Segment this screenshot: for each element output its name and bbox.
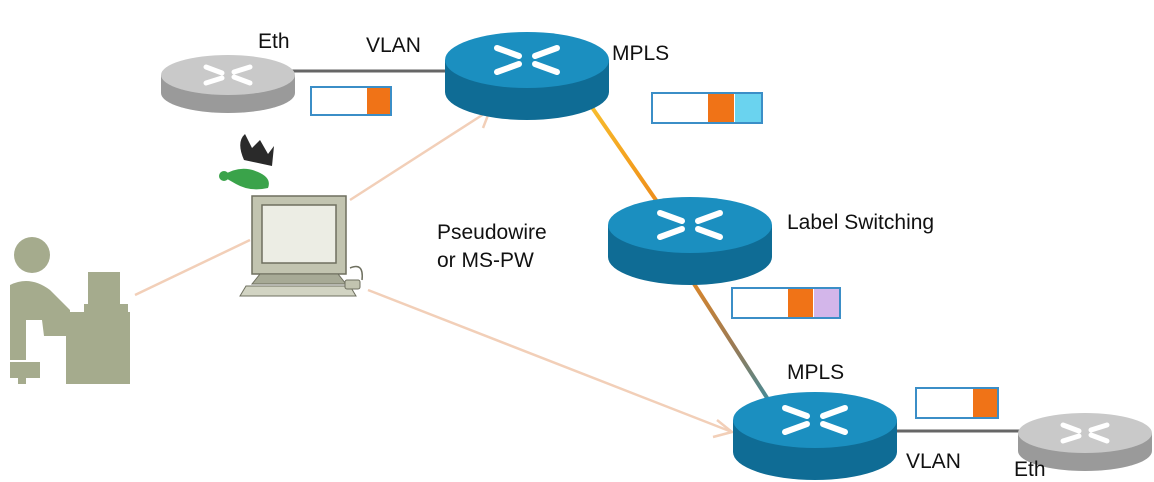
router-gray-right	[1018, 413, 1152, 471]
vlan-label-top: VLAN	[366, 34, 421, 57]
arrow-pc-to-bottom-router	[367, 288, 733, 434]
mpls-label-top: MPLS	[612, 42, 670, 65]
router-label-switching	[608, 197, 772, 285]
router-gray-left	[161, 55, 295, 113]
packet-header-orange	[973, 389, 997, 417]
vlan-label-bottom: VLAN	[906, 450, 961, 473]
pseudowire-label-line2: or MS-PW	[437, 249, 534, 272]
eth-label-right: Eth	[1014, 458, 1046, 481]
mpls-label-bottom: MPLS	[787, 361, 845, 384]
pseudowire-segment-bottom	[678, 260, 780, 417]
packet-mpls-top	[651, 92, 763, 124]
arrow-pc-to-top-router	[349, 108, 491, 202]
packet-label-cyan	[735, 94, 761, 122]
dragon-icon	[219, 134, 274, 190]
arrowhead-bottom-router	[712, 419, 735, 439]
packet-label-lavender	[814, 289, 839, 317]
packet-eth-vlan	[310, 86, 392, 116]
label-switching-label: Label Switching	[787, 211, 935, 234]
router-arrows-icon	[657, 210, 723, 240]
router-mpls-top	[445, 32, 609, 120]
router-arrows-icon	[1060, 422, 1110, 444]
router-arrows-icon	[494, 45, 560, 75]
eth-label-left: Eth	[258, 30, 290, 53]
arrow-user-to-pc	[134, 238, 251, 297]
router-mpls-bottom	[733, 392, 897, 480]
packet-header-orange	[788, 289, 813, 317]
packet-mpls-bottom	[915, 387, 999, 419]
user-at-desk-icon	[10, 237, 130, 384]
packet-header-orange	[708, 94, 734, 122]
computer-icon	[239, 195, 363, 297]
router-arrows-icon	[782, 405, 848, 435]
router-arrows-icon	[203, 64, 253, 86]
packet-header-orange	[367, 88, 390, 114]
packet-label-switching	[731, 287, 841, 319]
pseudowire-label: Pseudowire	[437, 221, 547, 244]
